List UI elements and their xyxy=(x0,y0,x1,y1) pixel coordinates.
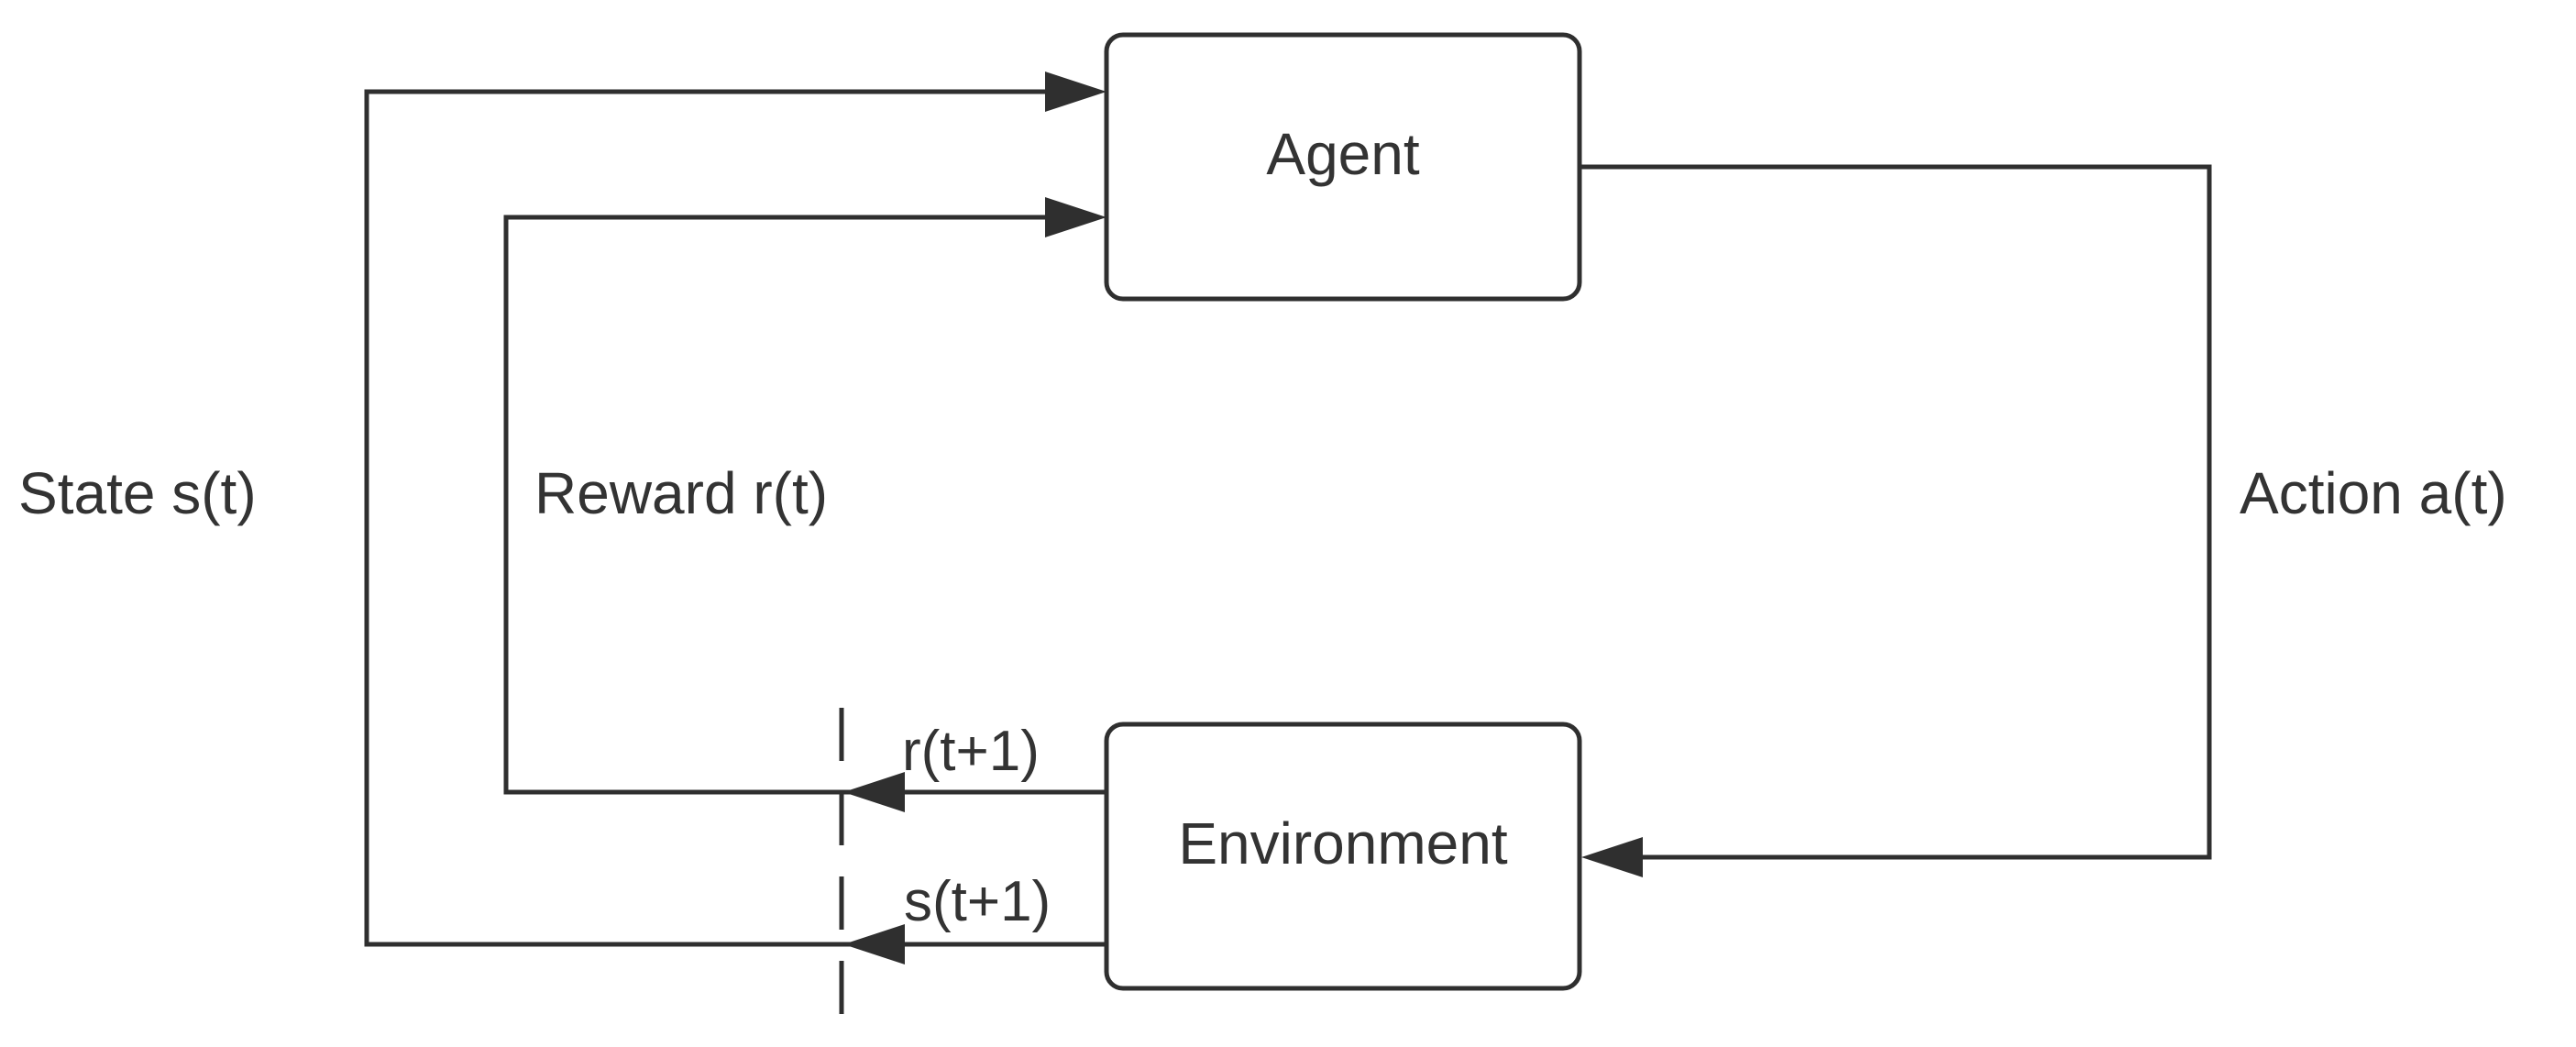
agent-label: Agent xyxy=(1266,121,1419,187)
reward-edge-line xyxy=(503,215,1106,795)
environment-box xyxy=(1104,722,1582,991)
state-edge-arrowhead xyxy=(1045,72,1106,112)
state-edge-line xyxy=(364,89,1106,947)
reward-edge xyxy=(503,197,1106,812)
next-state-label: s(t+1) xyxy=(904,870,1051,933)
state-label: State s(t) xyxy=(18,460,257,526)
action-edge-arrowhead xyxy=(1581,837,1643,877)
action-edge xyxy=(1580,164,2212,877)
environment-label: Environment xyxy=(1178,810,1508,876)
next-reward-arrowhead xyxy=(843,772,905,812)
action-edge-line xyxy=(1580,164,2212,860)
agent-node[interactable]: Agent xyxy=(1104,32,1582,302)
reward-edge-arrowhead xyxy=(1045,197,1106,237)
action-label: Action a(t) xyxy=(2240,460,2507,526)
next-state-arrowhead xyxy=(843,924,905,964)
state-edge xyxy=(364,72,1106,964)
next-reward-label: r(t+1) xyxy=(902,720,1040,783)
reward-label: Reward r(t) xyxy=(534,460,828,526)
environment-node[interactable]: Environment xyxy=(1104,722,1582,991)
